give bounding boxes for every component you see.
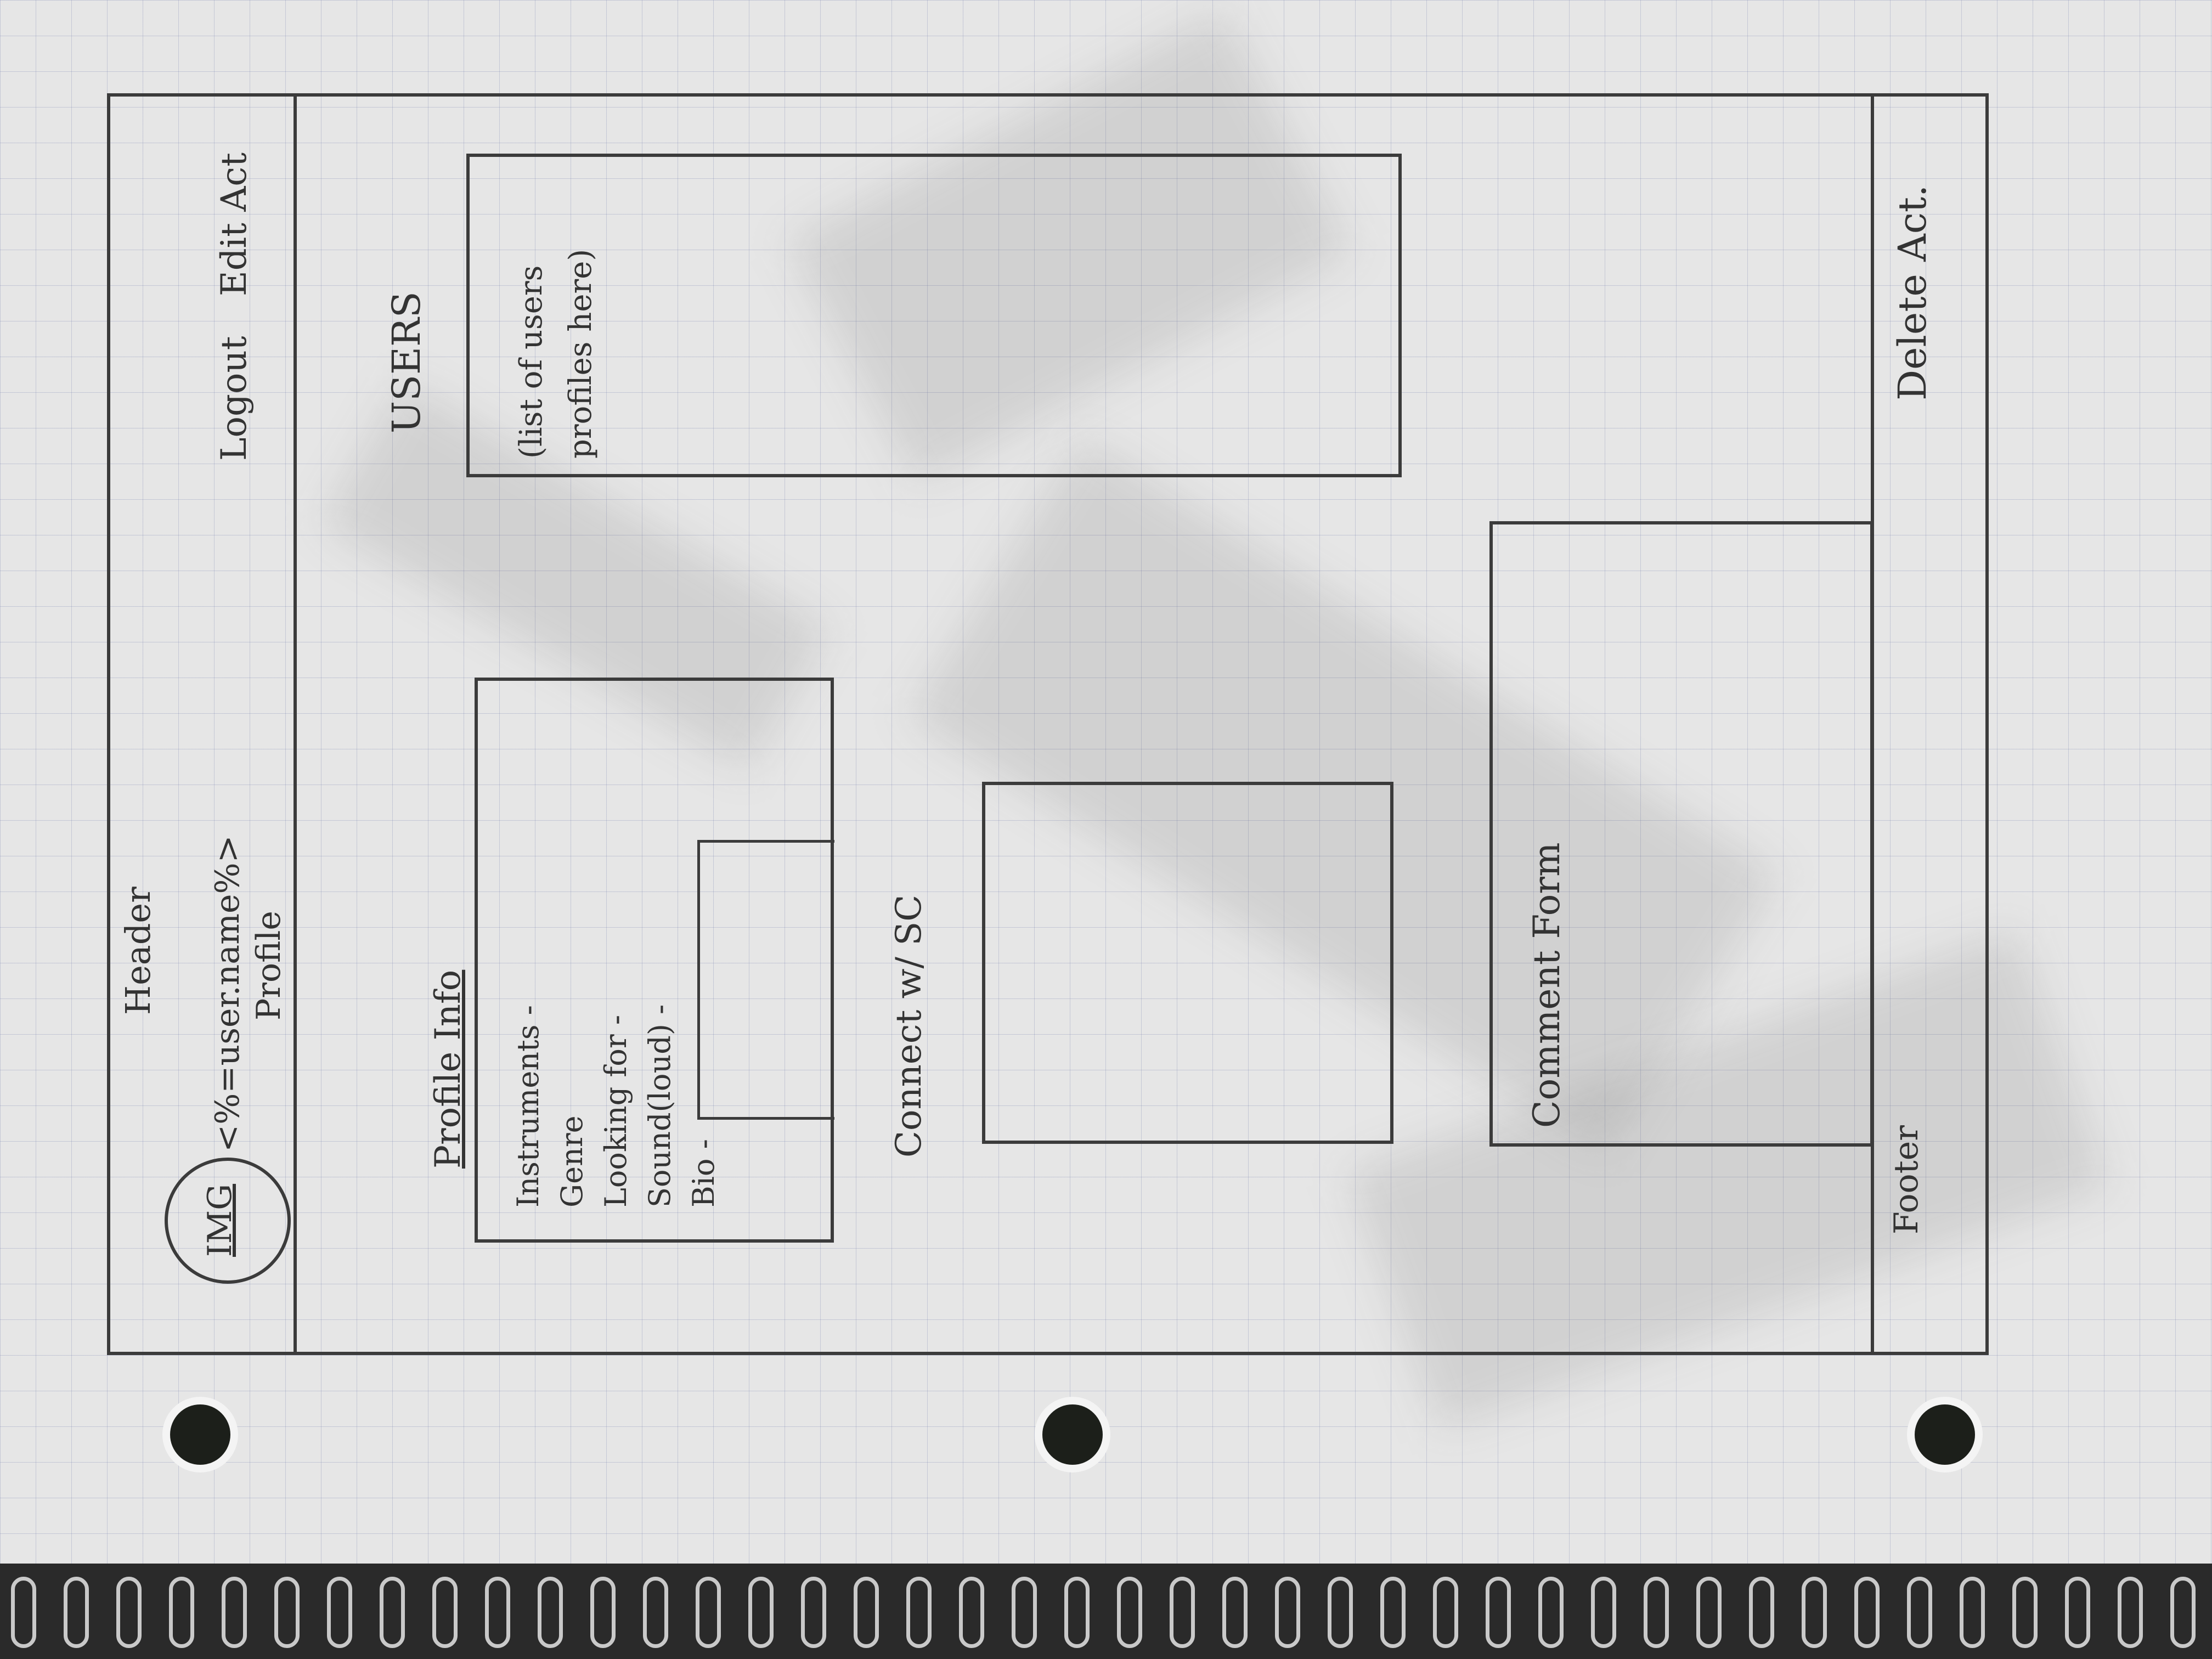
footer-label: Footer: [1887, 1125, 1926, 1234]
spiral-coil: [274, 1577, 300, 1648]
spiral-coil: [1380, 1577, 1406, 1648]
comment-form-box: Comment Form: [1489, 521, 1874, 1147]
users-placeholder-line2: profiles here): [563, 249, 599, 459]
users-placeholder-line1: (list of users: [514, 265, 549, 459]
spiral-coil: [748, 1577, 774, 1648]
notebook-hole: [1042, 1404, 1103, 1465]
spiral-coil: [1907, 1577, 1932, 1648]
spiral-coil: [1854, 1577, 1880, 1648]
delete-account-link[interactable]: Delete Act.: [1890, 184, 1935, 400]
spiral-coil: [1696, 1577, 1722, 1648]
notebook-hole: [1915, 1404, 1975, 1465]
spiral-binding: [0, 1564, 2212, 1659]
notebook-hole: [170, 1404, 230, 1465]
spiral-coil: [1433, 1577, 1458, 1648]
spiral-coil: [1802, 1577, 1827, 1648]
spiral-coil: [538, 1577, 563, 1648]
profile-inner-vline: [697, 840, 700, 1120]
spiral-coil: [1486, 1577, 1511, 1648]
spiral-coil: [854, 1577, 879, 1648]
spiral-coil: [327, 1577, 352, 1648]
spiral-coil: [643, 1577, 668, 1648]
logout-link[interactable]: Logout: [214, 336, 255, 461]
users-title: USERS: [384, 291, 429, 433]
spiral-coil: [1538, 1577, 1564, 1648]
avatar-circle: IMG: [165, 1158, 291, 1284]
spiral-coil: [485, 1577, 510, 1648]
spiral-coil: [1749, 1577, 1774, 1648]
spiral-coil: [2065, 1577, 2090, 1648]
spiral-coil: [1170, 1577, 1195, 1648]
page-frame: [107, 93, 1989, 1355]
profile-title: Profile Info: [428, 969, 469, 1169]
profile-heading: Profile: [250, 911, 288, 1020]
profile-field: Genre: [555, 1115, 589, 1207]
spiral-coil: [432, 1577, 458, 1648]
spiral-coil: [1328, 1577, 1353, 1648]
spiral-coil: [11, 1577, 36, 1648]
profile-inner-line: [697, 1117, 834, 1120]
spiral-coil: [1275, 1577, 1300, 1648]
edit-account-link[interactable]: Edit Act: [214, 153, 255, 296]
spiral-coil: [959, 1577, 984, 1648]
spiral-coil: [1960, 1577, 1985, 1648]
username-text: <%=user.name%>: [208, 835, 247, 1152]
spiral-coil: [2012, 1577, 2038, 1648]
header-divider: [294, 93, 297, 1355]
profile-field: Instruments -: [511, 1005, 545, 1207]
spiral-coil: [64, 1577, 89, 1648]
header-label: Header: [118, 887, 158, 1015]
profile-field: Sound(loud) -: [642, 1004, 677, 1207]
profile-field: Bio -: [686, 1139, 721, 1207]
spiral-coil: [696, 1577, 721, 1648]
spiral-coil: [380, 1577, 405, 1648]
soundcloud-embed-box: [982, 782, 1393, 1144]
spiral-coil: [2170, 1577, 2196, 1648]
profile-inner-line: [697, 840, 834, 843]
spiral-coil: [1117, 1577, 1142, 1648]
spiral-coil: [2118, 1577, 2143, 1648]
spiral-coil: [801, 1577, 826, 1648]
spiral-coil: [1591, 1577, 1616, 1648]
connect-soundcloud-button[interactable]: Connect w/ SC: [889, 894, 929, 1158]
spiral-coil: [222, 1577, 247, 1648]
spiral-coil: [906, 1577, 932, 1648]
avatar-img-label: IMG: [201, 1183, 239, 1257]
spiral-coil: [1064, 1577, 1090, 1648]
users-list-box: (list of users profiles here): [466, 154, 1402, 477]
spiral-coil: [116, 1577, 142, 1648]
spiral-coil: [169, 1577, 194, 1648]
spiral-coil: [1222, 1577, 1248, 1648]
profile-info-box: Instruments - Genre Looking for - Sound(…: [475, 678, 834, 1243]
spiral-coil: [590, 1577, 616, 1648]
spiral-coil: [1012, 1577, 1037, 1648]
spiral-coil: [1644, 1577, 1669, 1648]
comment-form-label: Comment Form: [1526, 842, 1568, 1128]
profile-field: Looking for -: [599, 1014, 633, 1207]
